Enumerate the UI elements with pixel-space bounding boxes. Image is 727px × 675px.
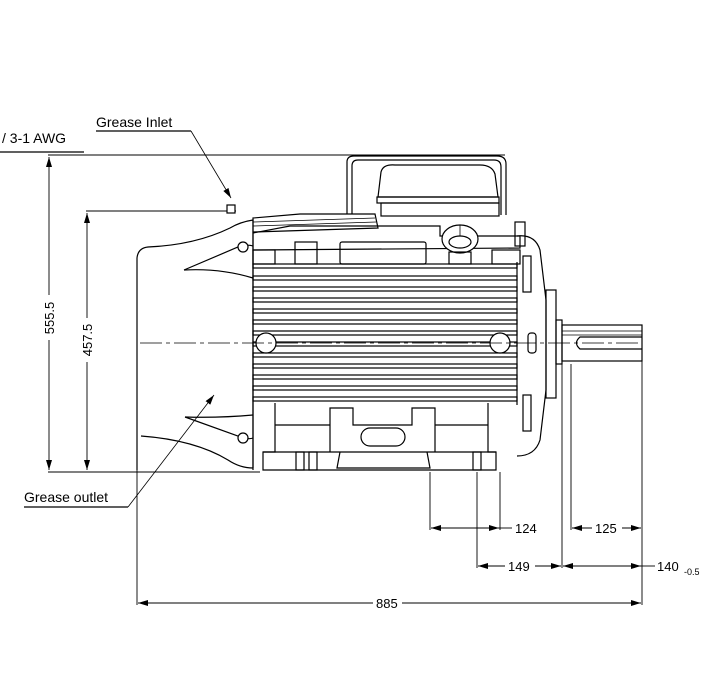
dim-overall-height: 555.5	[42, 154, 505, 473]
end-shield-rib	[522, 394, 532, 432]
housing-block	[491, 249, 521, 265]
frame-top-cover	[252, 213, 379, 233]
fin	[252, 319, 518, 325]
grease-nipple	[226, 204, 236, 214]
cover-rib	[252, 221, 377, 227]
foot-recess	[336, 451, 431, 469]
terminal-frame-inner	[351, 159, 502, 215]
cowl-fin-lower	[184, 414, 254, 418]
foot-cutout	[329, 407, 436, 452]
shaft-length-value: 125	[595, 521, 617, 536]
fin	[252, 297, 518, 303]
foot-hole-spacing-value: 124	[515, 521, 537, 536]
cowl-bolt-bottom	[237, 432, 249, 444]
cowl-bolt-top	[237, 241, 249, 253]
terminal-frame-outer	[346, 155, 507, 215]
motor-body	[136, 155, 643, 471]
foot-bolt	[308, 451, 318, 471]
housing-block	[294, 241, 318, 265]
dim-125: 125	[572, 521, 641, 536]
housing-block	[252, 249, 276, 265]
nameplate	[339, 241, 427, 265]
grease-inlet-label: Grease Inlet	[96, 114, 172, 130]
cable-spec-callout: / 3-1 AWG	[0, 130, 84, 153]
dim-shaft-height: 457.5	[80, 210, 236, 470]
shaft-height-value: 457.5	[80, 324, 95, 357]
foot-bolt	[295, 451, 305, 471]
dim-149: 149	[478, 559, 561, 574]
eye-bolt-base	[448, 251, 472, 265]
grease-inlet-leader	[190, 130, 232, 199]
overall-length-value: 885	[376, 596, 398, 611]
fin	[252, 374, 518, 380]
foot-slot	[360, 427, 406, 447]
fan-cowl	[136, 219, 254, 470]
grease-outlet-leader	[127, 394, 215, 508]
foot-bolt	[472, 451, 482, 471]
lower-housing	[262, 403, 497, 471]
bearing-cover	[545, 289, 557, 399]
cable-spec-label: / 3-1 AWG	[2, 130, 66, 146]
cowl-fin-upper-b	[183, 269, 254, 279]
fin	[252, 396, 518, 402]
shaft-shoulder	[555, 319, 563, 365]
end-shield-lug	[514, 221, 526, 247]
foot-to-shoulder-value: 149	[508, 559, 530, 574]
dim-140: 140 -0.5	[563, 559, 700, 577]
grease-outlet-label: Grease outlet	[24, 489, 108, 505]
dim-124: 124	[431, 521, 537, 536]
fin	[252, 352, 518, 358]
overall-height-value: 555.5	[42, 302, 57, 335]
fin	[252, 286, 518, 292]
fin	[252, 363, 518, 369]
shaft-extension-tolerance: -0.5	[684, 567, 700, 577]
fin	[252, 330, 518, 336]
grease-outlet-callout: Grease outlet	[24, 394, 215, 508]
terminal-box-base	[380, 202, 500, 217]
end-shield-rib	[522, 255, 532, 293]
grease-inlet-callout: Grease Inlet	[96, 114, 232, 199]
upper-housing	[252, 225, 521, 251]
terminal-box-lid	[377, 164, 499, 198]
dim-885: 885	[138, 596, 641, 611]
cooling-fins	[252, 263, 518, 402]
cover-rib	[252, 217, 376, 223]
fin	[252, 275, 518, 281]
fin	[252, 308, 518, 314]
fin	[252, 385, 518, 391]
cowl-lower-curve	[140, 435, 254, 469]
terminal-box-flange	[376, 196, 500, 204]
shaft-extension-value: 140	[657, 559, 679, 574]
